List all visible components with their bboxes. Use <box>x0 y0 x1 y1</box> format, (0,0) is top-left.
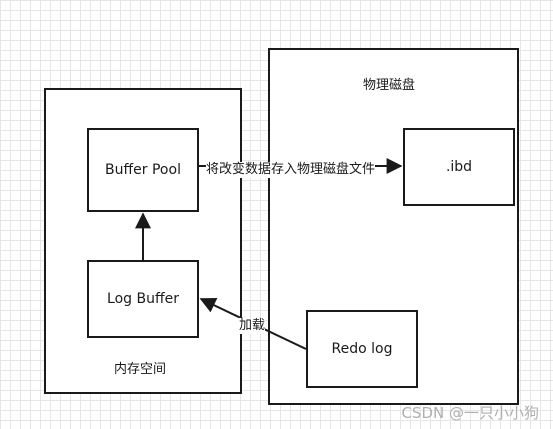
edge-label-store-to-disk: 将改变数据存入物理磁盘文件 <box>206 162 376 178</box>
buffer-pool-node: Buffer Pool <box>87 128 199 212</box>
redo-log-node: Redo log <box>306 310 418 388</box>
csdn-watermark: CSDN @一只小小狗 <box>401 404 539 422</box>
disk-container-label: 物理磁盘 <box>363 78 416 93</box>
ibd-label: .ibd <box>445 159 473 175</box>
edge-label-load: 加载 <box>239 318 266 334</box>
memory-container-label: 内存空间 <box>114 362 167 377</box>
ibd-node: .ibd <box>403 128 515 206</box>
log-buffer-node: Log Buffer <box>87 260 199 338</box>
log-buffer-label: Log Buffer <box>107 291 179 307</box>
buffer-pool-label: Buffer Pool <box>105 162 181 178</box>
redo-log-label: Redo log <box>331 341 393 357</box>
